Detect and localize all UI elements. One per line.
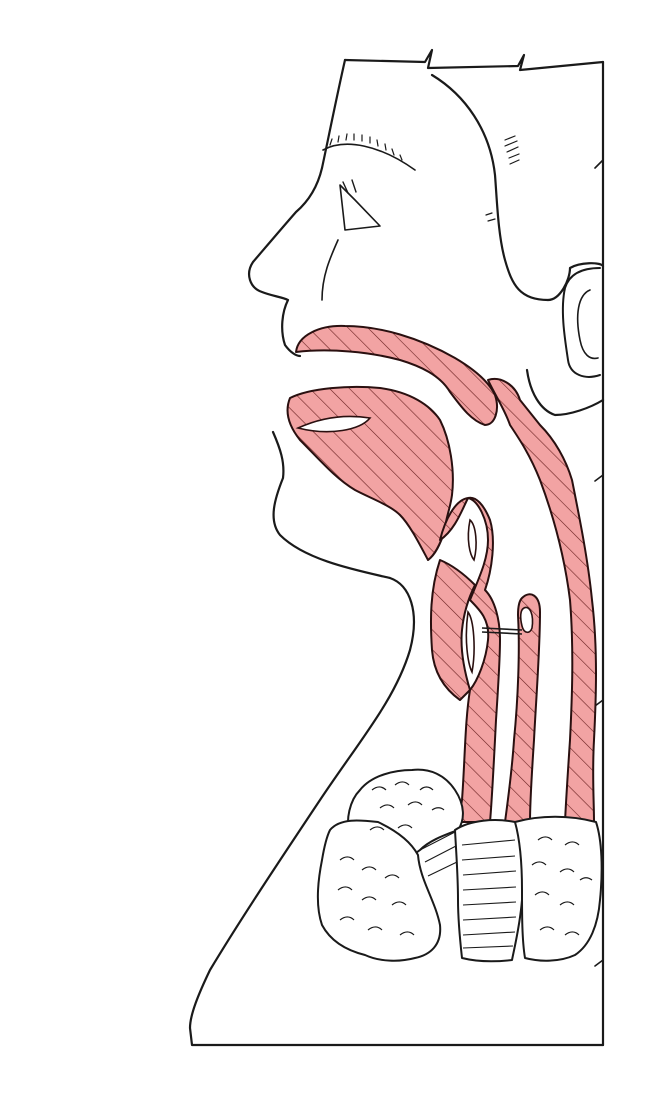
highlighted-tract — [286, 324, 597, 823]
ear — [561, 267, 601, 378]
mouth-slit — [295, 415, 372, 433]
lower-neck-tissue — [316, 768, 603, 963]
eyebrow — [322, 143, 416, 171]
vocal-fold-lumen — [519, 606, 534, 634]
tongue — [286, 385, 454, 561]
hair-texture — [485, 135, 520, 222]
jaw-line — [546, 262, 605, 302]
chin-profile — [188, 430, 605, 1047]
palate — [295, 324, 498, 426]
forehead-nose-profile — [248, 58, 347, 358]
temple-curve — [430, 73, 550, 302]
thoracic-tissue-left — [316, 819, 442, 962]
larynx-lumen — [465, 609, 475, 675]
head-top-edge — [343, 48, 605, 72]
thoracic-tissue-right — [514, 815, 603, 962]
ventricle-lumen — [467, 518, 477, 562]
pharynx-esophagus-wall — [487, 378, 597, 823]
face-profile — [188, 48, 605, 1047]
jaw-lower — [525, 368, 605, 417]
cricothyroid-link — [481, 627, 523, 635]
cheek-line — [321, 239, 339, 301]
thoracic-tissue-center — [454, 819, 524, 963]
closed-eye — [339, 184, 381, 231]
larynx-outer — [429, 559, 476, 701]
